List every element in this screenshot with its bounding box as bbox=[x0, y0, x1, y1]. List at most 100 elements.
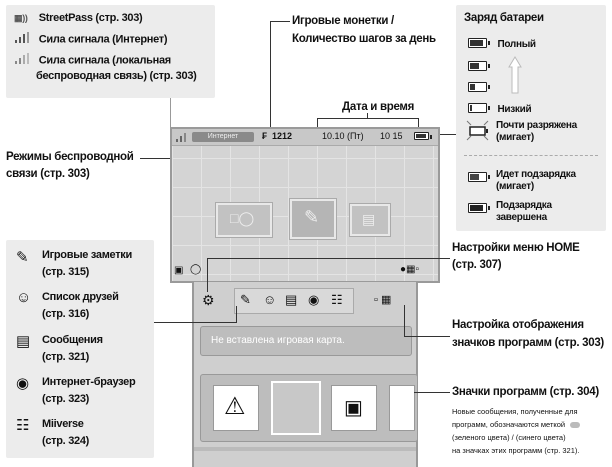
home-settings-callout: Настройки меню HOME (стр. 307) bbox=[452, 241, 580, 272]
applet-leader-v bbox=[236, 306, 237, 323]
applet-tray: ✎ ☺ ▤ ◉ ☷ bbox=[234, 288, 354, 314]
bottom-screen: ⚙ ✎ ☺ ▤ ◉ ☷ ▫ ▦ Не вставлена игровая кар… bbox=[192, 282, 418, 467]
coins-count: 1212 bbox=[272, 131, 293, 141]
tray-smiley-icon[interactable]: ☺ bbox=[263, 292, 277, 307]
time-text: 10 15 bbox=[380, 131, 403, 141]
system-small-icons: ●▦▫ bbox=[400, 264, 420, 275]
miiverse-icon: ☷ bbox=[16, 417, 30, 434]
app-icon-camera[interactable]: ▣ bbox=[331, 385, 377, 431]
app-icons-callout: Значки программ (стр. 304) Новые сообщен… bbox=[452, 385, 610, 457]
top-screen: Интернет ₣ 1212 10.10 (Пт) 10 15 □◯ ✎ ▤ … bbox=[170, 127, 440, 283]
app-icons-note3: (зеленого цвета) / (синего цвета) bbox=[452, 433, 566, 442]
coins-callout: Игровые монетки / Количество шагов за де… bbox=[292, 14, 436, 46]
app-icons-note2-text: программ, обозначаются меткой bbox=[452, 420, 566, 429]
arrow-up-icon bbox=[508, 56, 522, 94]
tray-message-icon[interactable]: ▤ bbox=[285, 292, 298, 307]
app-icons-row: ⚠ ▣ bbox=[200, 374, 418, 442]
coins-leader-h bbox=[270, 21, 290, 22]
memo-label: Игровые заметки bbox=[42, 249, 132, 261]
warning-icon: ⚠ bbox=[224, 393, 246, 420]
messages-page: (стр. 321) bbox=[42, 351, 90, 363]
tile-app-right[interactable]: ▤ bbox=[350, 204, 390, 236]
icon-display-callout: Настройка отображения значков программ (… bbox=[452, 318, 604, 350]
battery-twothirds-icon bbox=[468, 60, 490, 71]
home-settings-leader-h bbox=[207, 258, 450, 259]
battery-full-row: Полный bbox=[468, 34, 536, 52]
messages-label: Сообщения bbox=[42, 334, 103, 346]
scroll-indicator[interactable] bbox=[194, 447, 416, 451]
battery-critical-label2: (мигает) bbox=[496, 132, 534, 143]
applet-legend: ✎ Игровые заметки (стр. 315) ☺ Список др… bbox=[6, 240, 154, 458]
home-settings-line2: (стр. 307) bbox=[452, 259, 502, 271]
camera-icon: ▣ bbox=[344, 397, 363, 419]
status-bar: Интернет ₣ 1212 10.10 (Пт) 10 15 bbox=[172, 129, 438, 146]
new-mark-icon bbox=[570, 422, 581, 429]
message-icon: ▤ bbox=[16, 333, 31, 350]
pencil-icon: ✎ bbox=[16, 249, 29, 266]
signal-internet-label: Сила сигнала (Интернет) bbox=[38, 33, 168, 46]
battery-charged-icon bbox=[468, 203, 490, 213]
miiverse-page: (стр. 324) bbox=[42, 435, 90, 447]
message-bar: Не вставлена игровая карта. bbox=[200, 326, 412, 356]
battery-legend: Заряд батареи Полный Низкий Почти разряж… bbox=[456, 5, 606, 231]
smiley-icon: ☺ bbox=[16, 289, 32, 306]
app-right-icon: ▤ bbox=[362, 211, 376, 227]
app-icons-note2: программ, обозначаются меткой bbox=[452, 418, 610, 431]
battery-divider bbox=[464, 155, 598, 156]
wireless-callout-line1: Режимы беспроводной bbox=[6, 151, 134, 163]
camera-small-icon: ▣ bbox=[174, 265, 184, 276]
datetime-callout: Дата и время bbox=[342, 101, 415, 113]
app-icons-note4: на значках этих программ (стр. 321). bbox=[452, 446, 580, 455]
coin-icon: ₣ bbox=[262, 131, 268, 141]
battery-charging-label2: (мигает) bbox=[496, 181, 534, 192]
tile-app-left[interactable]: □◯ bbox=[216, 203, 272, 237]
battery-charging-label: Идет подзарядка bbox=[496, 169, 576, 180]
tray-pencil-icon[interactable]: ✎ bbox=[240, 292, 251, 307]
miiverse-label: Miiverse bbox=[42, 418, 84, 430]
no-card-message: Не вставлена игровая карта. bbox=[211, 335, 345, 346]
battery-level2-row bbox=[468, 57, 490, 75]
tile-app-center[interactable]: ✎ bbox=[290, 199, 336, 239]
battery-low-label: Низкий bbox=[497, 104, 532, 115]
browser-page: (стр. 323) bbox=[42, 393, 90, 405]
signal-local-row: Сила сигнала (локальная bbox=[14, 53, 171, 68]
coins-leader-v bbox=[270, 21, 271, 127]
battery-charged-label: Подзарядка bbox=[496, 200, 552, 211]
battery-critical-icon bbox=[466, 120, 489, 141]
app-icon-warning[interactable]: ⚠ bbox=[213, 385, 259, 431]
legend-leader-v bbox=[170, 98, 171, 130]
friend-small-icon: ◯ bbox=[190, 264, 202, 275]
icon-display-leader-v bbox=[404, 305, 405, 337]
icon-size-toggle-icon[interactable]: ▫ ▦ bbox=[374, 294, 392, 306]
tray-globe-icon[interactable]: ◉ bbox=[308, 292, 320, 307]
battery-critical-label: Почти разряжена bbox=[496, 120, 577, 131]
app-icons-title: Значки программ (стр. 304) bbox=[452, 386, 599, 398]
tray-miiverse-icon[interactable]: ☷ bbox=[331, 292, 343, 307]
applet-leader-h bbox=[154, 322, 236, 323]
signal-local-label-cont: беспроводная связь) (стр. 303) bbox=[36, 70, 197, 82]
status-battery-icon bbox=[414, 132, 432, 140]
app-icons-note1: Новые сообщения, полученные для bbox=[452, 407, 578, 416]
battery-full-label: Полный bbox=[497, 39, 536, 50]
home-icon-bar: ⚙ ✎ ☺ ▤ ◉ ☷ ▫ ▦ bbox=[194, 288, 416, 314]
streetpass-row: ▦)) StreetPass (стр. 303) bbox=[14, 11, 143, 25]
app-icons-leader bbox=[414, 392, 450, 393]
wireless-callout: Режимы беспроводной связи (стр. 303) bbox=[6, 150, 134, 181]
battery-low-icon bbox=[468, 102, 490, 113]
browser-label: Интернет-браузер bbox=[42, 376, 136, 388]
globe-icon: ◉ bbox=[16, 375, 30, 392]
datetime-leader bbox=[367, 113, 368, 119]
coins-callout-line1: Игровые монетки / bbox=[292, 15, 394, 27]
battery-level3-row bbox=[468, 78, 490, 96]
battery-charging-icon bbox=[468, 172, 490, 182]
icon-display-leader-h bbox=[404, 336, 450, 337]
signal-icon bbox=[176, 133, 186, 142]
battery-low-row: Низкий bbox=[468, 99, 532, 117]
battery-legend-title: Заряд батареи bbox=[464, 12, 544, 24]
signal-local-label: Сила сигнала (локальная bbox=[38, 54, 171, 67]
home-settings-leader-v bbox=[207, 258, 208, 292]
app-icon-partial[interactable] bbox=[389, 385, 415, 431]
app-left-icon: □◯ bbox=[230, 210, 255, 226]
home-settings-icon[interactable]: ⚙ bbox=[202, 292, 215, 308]
app-icon-empty[interactable] bbox=[271, 381, 321, 435]
